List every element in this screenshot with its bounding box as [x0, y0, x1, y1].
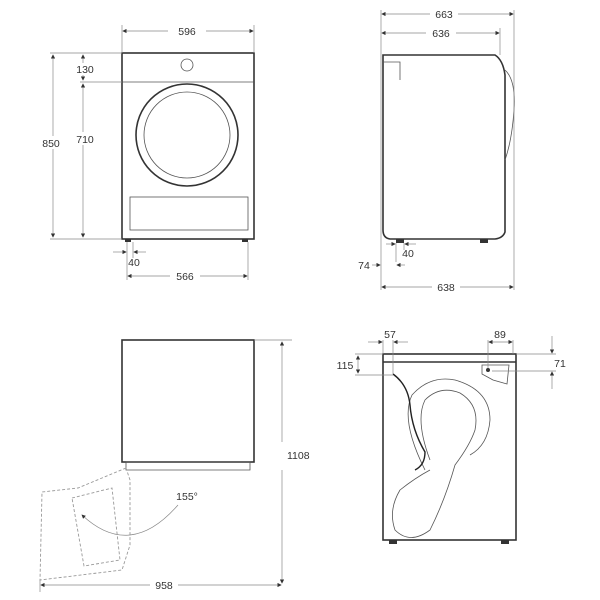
dim-foot-offset: 40 [128, 257, 140, 269]
dryer-side-outline [382, 54, 506, 240]
dim-door-angle: 155° [176, 491, 198, 503]
dim-foot-inset: 74 [358, 260, 370, 272]
dim-hose-offset: 57 [384, 329, 396, 341]
dim-body-height: 710 [76, 134, 94, 146]
dim-depth-with-door: 638 [437, 282, 455, 294]
dim-depth-door-open: 958 [155, 580, 173, 592]
dryer-rear-outline [382, 353, 517, 541]
filter-drawer [129, 196, 249, 231]
side-view: 663 636 40 74 638 [358, 9, 515, 294]
dim-outlet-width: 89 [494, 329, 506, 341]
dim-width: 596 [178, 26, 196, 38]
door-open-view: 155° 1108 958 [39, 339, 310, 592]
rear-view: 57 89 115 71 [337, 329, 566, 544]
open-door-outline [39, 467, 131, 581]
drain-outlet-icon [481, 364, 510, 385]
dim-top-panel: 130 [76, 64, 94, 76]
dim-outlet-drop: 71 [554, 358, 566, 370]
dim-depth-total: 663 [435, 9, 453, 21]
door-icon [135, 83, 239, 187]
drain-hose [392, 373, 426, 471]
knob-icon [180, 58, 194, 72]
dim-height-with-door: 1108 [287, 450, 310, 462]
dim-foot-span: 566 [176, 271, 194, 283]
dryer-front-outline [121, 52, 255, 240]
dryer-top-outline [121, 339, 255, 463]
front-view: 596 850 130 710 40 566 [36, 25, 255, 283]
dim-depth-body: 636 [432, 28, 450, 40]
dim-side-foot-offset: 40 [402, 248, 414, 260]
dim-hose-drop: 115 [337, 360, 354, 372]
dim-height: 850 [42, 138, 60, 150]
